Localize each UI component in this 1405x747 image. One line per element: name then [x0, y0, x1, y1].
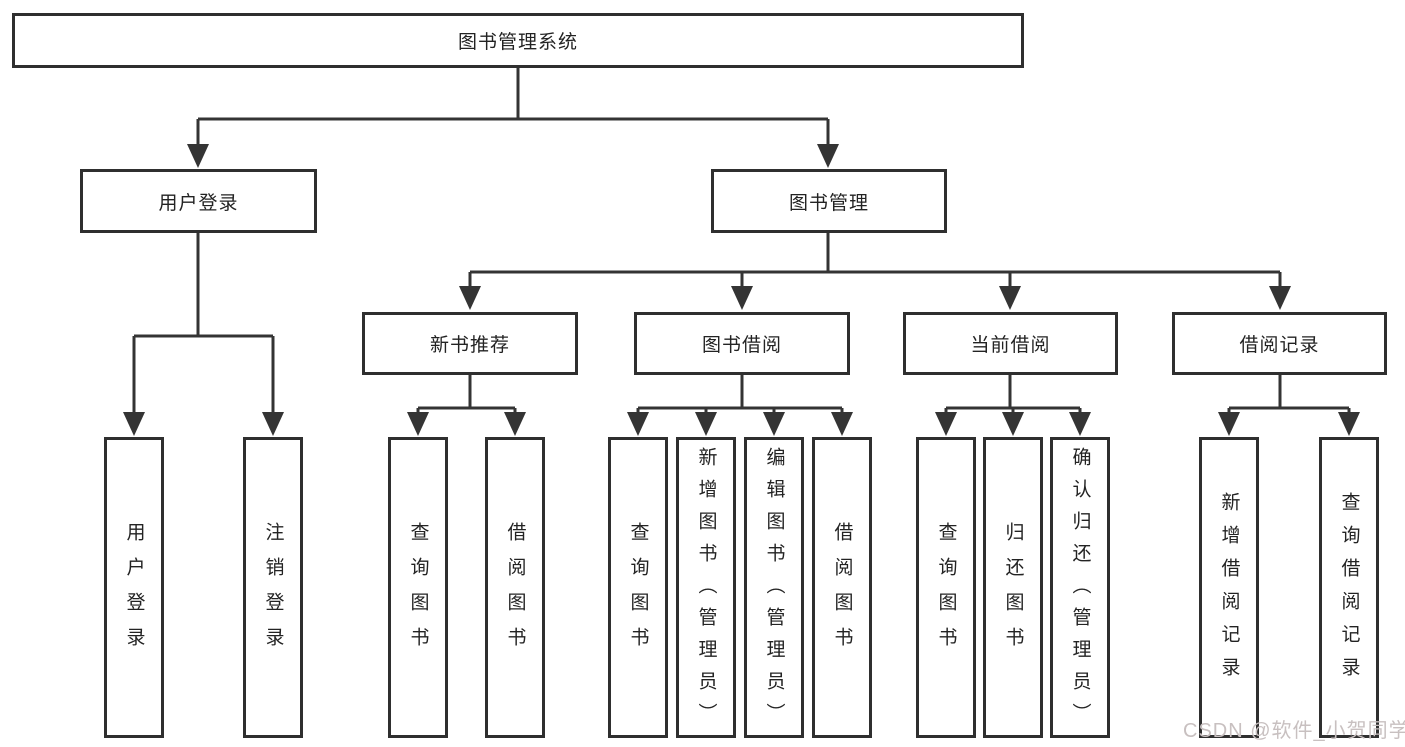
arrow-down-icon: [459, 286, 481, 310]
node-label: 图书借阅: [701, 335, 782, 356]
node-label: 图书管理系统: [457, 32, 578, 53]
node-label: 当前借阅: [970, 335, 1051, 356]
leaf-return-books: 归还图书: [983, 437, 1043, 738]
arrow-down-icon: [763, 412, 785, 436]
node-library-system: 图书管理系统: [12, 13, 1024, 68]
node-label: 查询图书: [935, 521, 957, 662]
node-label: 归还图书: [1002, 521, 1024, 662]
leaf-add-borrow-record: 新增借阅记录: [1199, 437, 1259, 738]
node-user-login: 用户登录: [80, 169, 317, 233]
leaf-edit-books-admin: 编辑图书（管理员）: [744, 437, 804, 738]
node-current-borrowing: 当前借阅: [903, 312, 1118, 375]
node-label: 新增借阅记录: [1218, 492, 1240, 690]
leaf-query-books-current: 查询图书: [916, 437, 976, 738]
node-new-book-recommend: 新书推荐: [362, 312, 578, 375]
connector-lines: [132, 65, 1351, 413]
leaf-user-login: 用户登录: [104, 437, 164, 738]
node-label: 新增图书（管理员）: [695, 446, 717, 735]
arrow-down-icon: [1002, 412, 1024, 436]
watermark-text: CSDN @软件_小贺同学: [1183, 720, 1405, 742]
arrow-down-icon: [504, 412, 526, 436]
leaf-query-borrow-record: 查询借阅记录: [1319, 437, 1379, 738]
arrow-down-icon: [1069, 412, 1091, 436]
arrow-down-icon: [999, 286, 1021, 310]
node-label: 编辑图书（管理员）: [763, 446, 785, 735]
arrow-down-icon: [407, 412, 429, 436]
node-label: 查询图书: [407, 521, 429, 662]
node-label: 借阅图书: [831, 521, 853, 662]
arrow-down-icon: [1218, 412, 1240, 436]
node-label: 借阅图书: [504, 521, 526, 662]
arrow-down-icon: [731, 286, 753, 310]
arrow-down-icon: [1269, 286, 1291, 310]
node-label: 图书管理: [788, 192, 869, 214]
arrowhead-icons: [123, 144, 1360, 436]
arrow-down-icon: [262, 412, 284, 436]
leaf-confirm-return-admin: 确认归还（管理员）: [1050, 437, 1110, 738]
node-book-management: 图书管理: [711, 169, 947, 233]
leaf-borrow-books-recommend: 借阅图书: [485, 437, 545, 738]
node-label: 用户登录: [158, 192, 239, 214]
arrow-down-icon: [123, 412, 145, 436]
leaf-query-books-recommend: 查询图书: [388, 437, 448, 738]
arrow-down-icon: [831, 412, 853, 436]
node-label: 用户登录: [123, 521, 145, 662]
node-borrowing-records: 借阅记录: [1172, 312, 1387, 375]
node-label: 借阅记录: [1239, 335, 1320, 356]
leaf-query-books-borrowing: 查询图书: [608, 437, 668, 738]
node-book-borrowing: 图书借阅: [634, 312, 850, 375]
node-label: 查询借阅记录: [1338, 492, 1360, 690]
leaf-logout: 注销登录: [243, 437, 303, 738]
arrow-down-icon: [187, 144, 209, 168]
node-label: 查询图书: [627, 521, 649, 662]
arrow-down-icon: [935, 412, 957, 436]
leaf-add-books-admin: 新增图书（管理员）: [676, 437, 736, 738]
arrow-down-icon: [1338, 412, 1360, 436]
node-label: 确认归还（管理员）: [1069, 446, 1091, 735]
arrow-down-icon: [695, 412, 717, 436]
node-label: 注销登录: [262, 521, 284, 662]
arrow-down-icon: [817, 144, 839, 168]
node-label: 新书推荐: [429, 335, 510, 356]
leaf-borrow-books-borrowing: 借阅图书: [812, 437, 872, 738]
arrow-down-icon: [627, 412, 649, 436]
